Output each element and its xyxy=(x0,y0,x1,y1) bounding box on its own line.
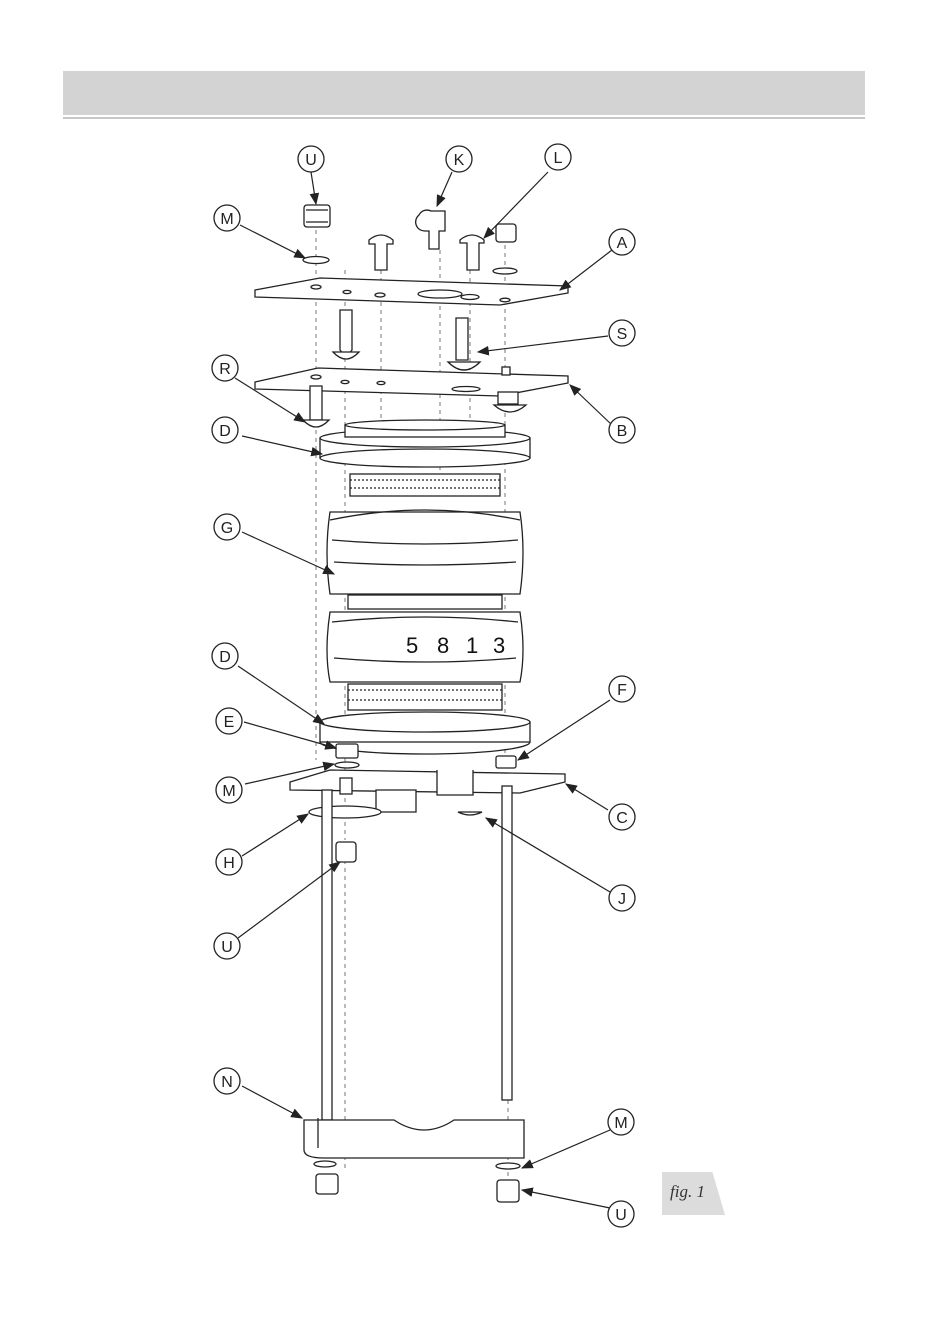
callout-label-m: M xyxy=(614,1115,627,1132)
bottom-nut-u xyxy=(497,1180,519,1202)
callout-label-h: H xyxy=(223,855,235,872)
screw-l xyxy=(460,235,484,270)
callout-label-u: U xyxy=(305,152,317,169)
top-nut-right xyxy=(496,224,516,242)
threaded-rods xyxy=(322,786,512,1120)
bolt-s xyxy=(456,318,468,360)
top-nut-u xyxy=(304,205,330,227)
callout-label-s: S xyxy=(617,326,628,343)
figure-caption-tag: fig. 1 xyxy=(662,1172,725,1215)
screw-j xyxy=(458,812,482,815)
lower-nut-u xyxy=(336,842,356,862)
top-hardware xyxy=(303,205,517,274)
bellow-digit: 5 xyxy=(406,633,418,658)
nut-e xyxy=(336,744,358,758)
u-bracket-n xyxy=(304,1118,524,1158)
top-bolt xyxy=(369,235,393,270)
callout-label-e: E xyxy=(224,714,235,731)
callout-label-u: U xyxy=(221,939,233,956)
callout-label-k: K xyxy=(454,152,465,169)
callout-label-m: M xyxy=(222,783,235,800)
carriage-bolts xyxy=(333,310,480,370)
callout-label-j: J xyxy=(618,891,626,908)
callout-label-f: F xyxy=(617,682,627,699)
plate-a xyxy=(255,278,568,305)
figure-caption: fig. 1 xyxy=(670,1182,705,1202)
callout-label-c: C xyxy=(616,810,628,827)
callout-label-m: M xyxy=(220,211,233,228)
bellow-digit: 8 xyxy=(437,633,449,658)
callout-label-g: G xyxy=(221,520,233,537)
callout-label-b: B xyxy=(617,423,628,440)
elbow-fitting-k xyxy=(416,210,445,249)
callout-label-n: N xyxy=(221,1074,233,1091)
callout-label-l: L xyxy=(554,150,563,167)
top-washer-m xyxy=(303,257,329,264)
spacer-h xyxy=(309,806,381,818)
plate-b xyxy=(255,367,568,396)
callout-label-u: U xyxy=(615,1207,627,1224)
callout-label-r: R xyxy=(219,361,231,378)
callout-label-a: A xyxy=(617,235,628,252)
upper-end-plate-d xyxy=(320,420,530,467)
bellow-digit: 3 xyxy=(493,633,505,658)
callout-label-d: D xyxy=(219,423,231,440)
air-bellows-g xyxy=(327,474,523,710)
top-washer-right xyxy=(493,268,517,274)
bellow-digit: 1 xyxy=(466,633,478,658)
callout-label-d: D xyxy=(219,649,231,666)
bolt-r xyxy=(310,386,322,420)
washer-m xyxy=(335,762,359,768)
bottom-washer-m xyxy=(496,1163,520,1169)
nut-f xyxy=(496,756,516,768)
